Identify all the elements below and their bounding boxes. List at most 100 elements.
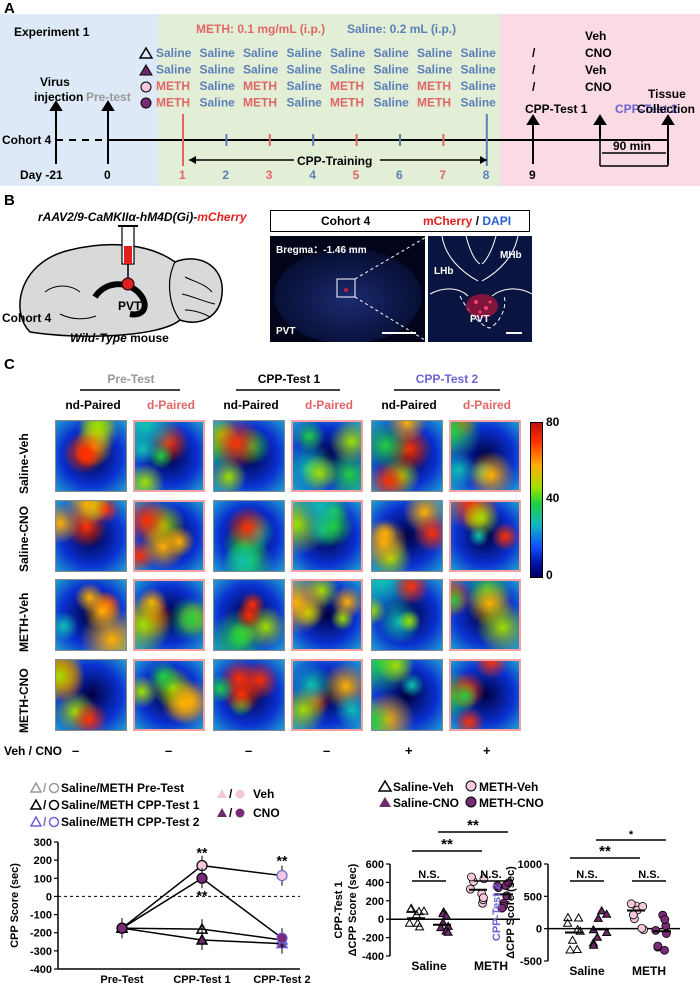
heatmap-r4-c4 bbox=[291, 659, 363, 731]
c3-sig-across-1: ** bbox=[599, 843, 611, 860]
panel-a-timeline: Experiment 1 METH: 0.1 mg/mL (i.p.) Sali… bbox=[0, 14, 700, 186]
stain-slash: / bbox=[472, 214, 483, 228]
c1-point-METH-CNO bbox=[116, 922, 128, 934]
treatment-2-8: Saline bbox=[461, 63, 497, 77]
heatmap-r4-c1 bbox=[55, 659, 127, 731]
treatment-2-6: Saline bbox=[374, 63, 410, 77]
treatment-4-8: Saline bbox=[461, 96, 497, 110]
c1-point-METH-Veh bbox=[276, 869, 288, 882]
c3-dot-METH-CNO bbox=[660, 915, 670, 924]
training-day-6: 6 bbox=[396, 168, 403, 182]
virus-construct-prefix: rAAV2/9-CaMKIIα-hM4D(Gi)- bbox=[38, 210, 198, 224]
c2-ytick: -200 bbox=[362, 933, 384, 945]
sign-2: – bbox=[165, 743, 173, 758]
histology-title-box: Cohort 4 mCherry / DAPI bbox=[270, 210, 530, 232]
heatmap-r3-c4 bbox=[291, 579, 363, 651]
c3-dot-Saline-Veh bbox=[567, 935, 578, 944]
cno-2: CNO bbox=[585, 80, 612, 94]
training-day-4: 4 bbox=[309, 168, 316, 182]
treatment-4-4: Saline bbox=[287, 96, 323, 110]
heatmap-r4-c2 bbox=[133, 659, 205, 731]
heatmap-r2-c1 bbox=[55, 500, 127, 572]
treatment-1-7: Saline bbox=[417, 46, 453, 60]
virus-construct-mcherry: mCherry bbox=[197, 210, 247, 224]
treatment-1-6: Saline bbox=[374, 46, 410, 60]
heatmap-r3-c5 bbox=[371, 579, 443, 651]
legend-slash-3: / bbox=[43, 815, 47, 829]
c2-dot-METH-Veh bbox=[467, 872, 476, 882]
veh-1: Veh bbox=[585, 29, 606, 43]
c3-sig-across-2: * bbox=[629, 829, 634, 841]
c1-ytick: -200 bbox=[30, 928, 52, 940]
c2-sig-across-2: ** bbox=[467, 817, 479, 834]
test2-label: CPP-Test 2 bbox=[615, 102, 678, 116]
heatmap-r1-c6 bbox=[449, 420, 521, 492]
pvt-zoom-label: PVT bbox=[470, 314, 489, 325]
pretest-label: Pre-test bbox=[86, 90, 131, 104]
treatment-3-3: METH bbox=[243, 79, 277, 93]
panel-c-letter: C bbox=[4, 356, 15, 373]
wildtype-italic: Wild-Type bbox=[70, 331, 127, 345]
c1-ytick: -100 bbox=[30, 910, 52, 922]
legend-test1: Saline/METH CPP-Test 1 bbox=[61, 798, 200, 812]
c2-ytick: 0 bbox=[378, 914, 384, 926]
virus-construct: rAAV2/9-CaMKIIα-hM4D(Gi)-mCherry bbox=[38, 210, 247, 224]
heatmap-r2-c3 bbox=[213, 500, 285, 572]
row-meth-veh: METH-Veh bbox=[17, 592, 31, 652]
c2-xtick: Saline bbox=[411, 959, 447, 973]
c2-dot-Saline-Veh bbox=[406, 903, 417, 912]
c1-ylabel: CPP Score (sec) bbox=[9, 863, 21, 948]
treatment-3-5: METH bbox=[330, 79, 364, 93]
meth-veh-symbol bbox=[140, 81, 152, 93]
treatment-4-3: METH bbox=[243, 96, 277, 110]
row-saline-veh: Saline-Veh bbox=[17, 433, 31, 494]
treatment-3-6: Saline bbox=[374, 79, 410, 93]
heatmap-r4-c3 bbox=[213, 659, 285, 731]
heatmap-r4-c6 bbox=[449, 659, 521, 731]
sign-4: – bbox=[323, 743, 331, 758]
panel-a-letter: A bbox=[4, 0, 15, 17]
c3-xtick: Saline bbox=[569, 964, 605, 978]
treatment-4-7: METH bbox=[417, 96, 451, 110]
mouse-word: mouse bbox=[126, 331, 169, 345]
slash-2: / bbox=[532, 63, 536, 77]
legend-cno: CNO bbox=[253, 806, 280, 820]
vehcno-label: Veh / CNO bbox=[4, 744, 63, 758]
c2-ytick: 600 bbox=[366, 859, 384, 871]
wildtype-label: Wild-Type mouse bbox=[70, 331, 169, 345]
injection-label: injection bbox=[34, 90, 83, 104]
day-9: 9 bbox=[529, 168, 536, 182]
training-day-3: 3 bbox=[266, 168, 273, 182]
sub-d-2: d-Paired bbox=[304, 398, 353, 412]
c3-dot-Saline-CNO bbox=[593, 913, 604, 922]
colorbar bbox=[530, 422, 543, 578]
treatment-3-7: METH bbox=[417, 79, 451, 93]
virus-label: Virus bbox=[40, 75, 70, 89]
c1-point-METH-CNO bbox=[196, 872, 208, 884]
sign-3: – bbox=[245, 743, 253, 758]
treatment-3-4: Saline bbox=[287, 79, 323, 93]
c1-xtick: Pre-Test bbox=[100, 974, 144, 986]
sub-nd-1: nd-Paired bbox=[65, 398, 121, 412]
veh-2: Veh bbox=[585, 63, 606, 77]
heatmap-r2-c5 bbox=[371, 500, 443, 572]
c3-dot-Saline-Veh bbox=[562, 918, 573, 927]
treatment-4-2: Saline bbox=[200, 96, 236, 110]
treatment-2-3: Saline bbox=[243, 63, 279, 77]
c3-sig-within-1: N.S. bbox=[638, 869, 659, 881]
legend-slash-1: / bbox=[43, 781, 47, 795]
sign-5: + bbox=[405, 743, 413, 758]
heatmap-r1-c4 bbox=[291, 420, 363, 492]
cpp-training-label: CPP-Training bbox=[297, 154, 372, 168]
c2-dot-Saline-CNO bbox=[436, 922, 446, 932]
legend-slash-2: / bbox=[43, 798, 47, 812]
c3-dot-Saline-Veh bbox=[565, 944, 575, 954]
legend-pretest: Saline/METH Pre-Test bbox=[61, 781, 184, 795]
c3-dot-Saline-CNO bbox=[601, 927, 612, 937]
pvt-schematic-label: PVT bbox=[118, 299, 142, 313]
treatment-4-1: METH bbox=[156, 96, 190, 110]
day-minus-21: Day -21 bbox=[20, 168, 63, 182]
